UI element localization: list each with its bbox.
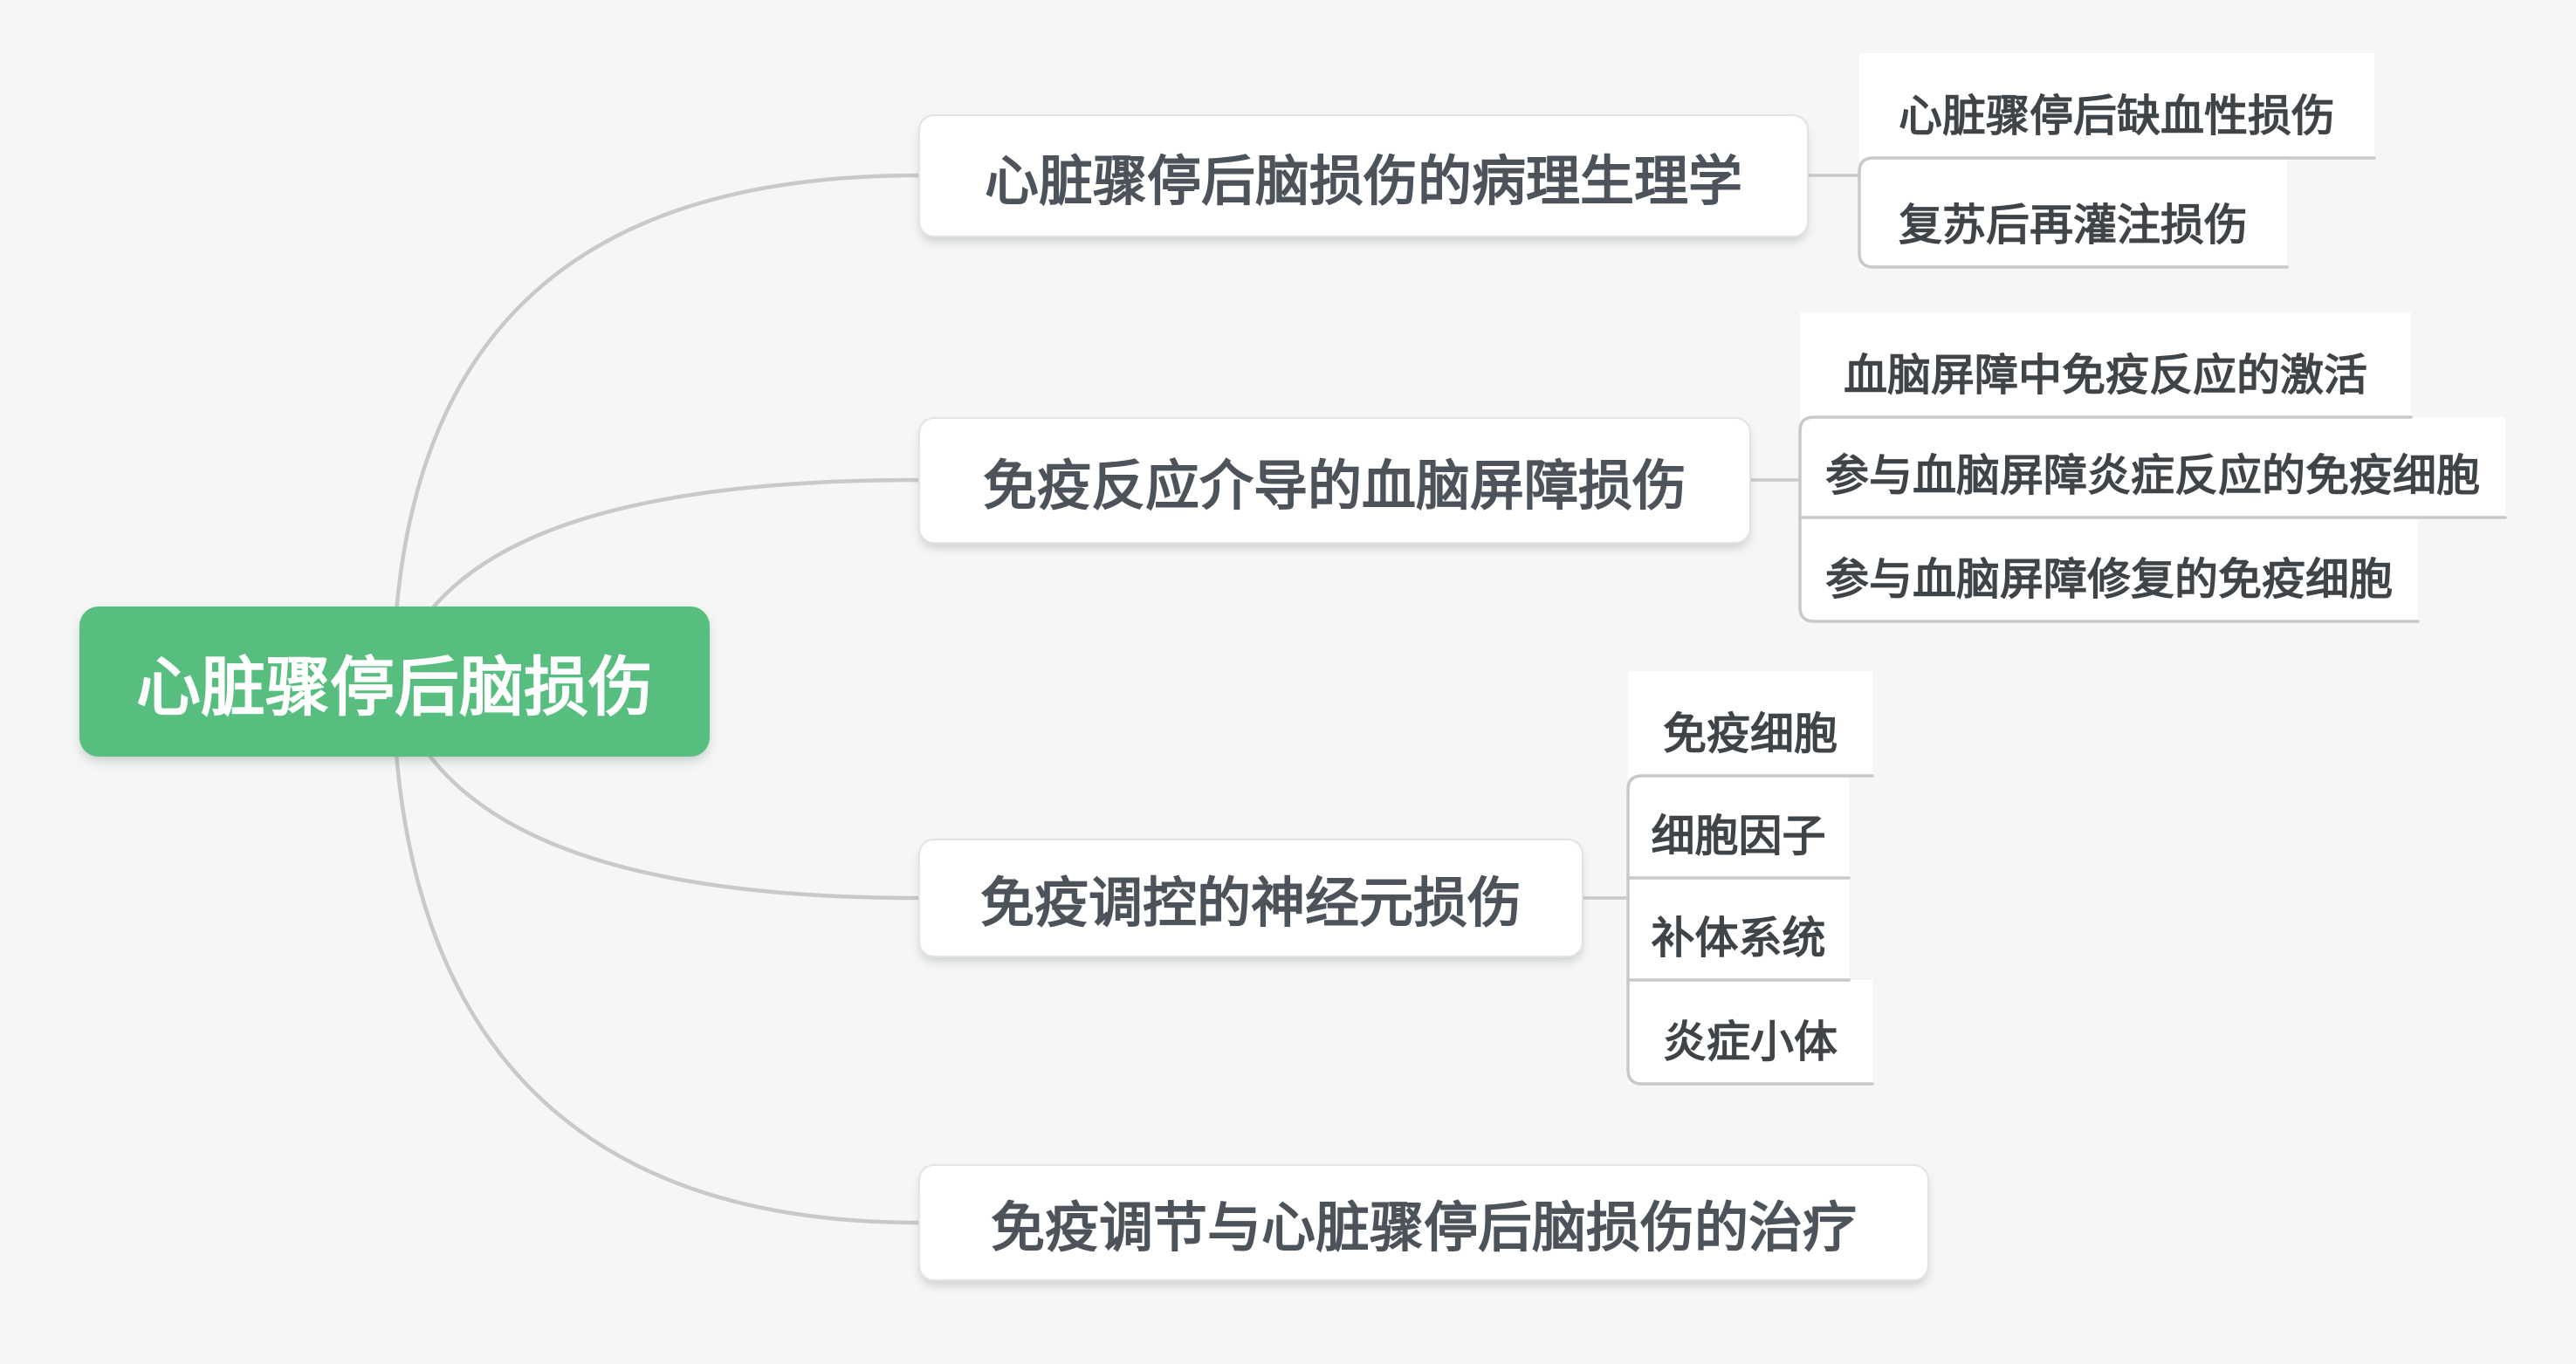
child-topic-2-1[interactable]: 血脑屏障中免疫反应的激活 <box>1800 312 2411 417</box>
branch-topic-1[interactable]: 心脏骤停后脑损伤的病理生理学 <box>918 114 1809 237</box>
child-topic-3-2[interactable]: 细胞因子 <box>1628 776 1849 878</box>
branch-topic-2[interactable]: 免疫反应介导的血脑屏障损伤 <box>918 417 1751 544</box>
branch-topic-3[interactable]: 免疫调控的神经元损伤 <box>918 839 1583 957</box>
child-topic-3-1[interactable]: 免疫细胞 <box>1628 671 1872 776</box>
child-topic-2-2[interactable]: 参与血脑屏障炎症反应的免疫细胞 <box>1800 417 2505 517</box>
child-topic-3-4[interactable]: 炎症小体 <box>1628 980 1872 1084</box>
child-topic-3-3[interactable]: 补体系统 <box>1628 878 1849 980</box>
branch-topic-4[interactable]: 免疫调节与心脏骤停后脑损伤的治疗 <box>918 1164 1929 1281</box>
connector-curve-branch-1 <box>390 173 921 684</box>
root-topic[interactable]: 心脏骤停后脑损伤 <box>79 607 710 757</box>
child-topic-1-1[interactable]: 心脏骤停后缺血性损伤 <box>1859 53 2374 158</box>
connector-curve-branch-4 <box>390 679 921 1225</box>
child-topic-2-3[interactable]: 参与血脑屏障修复的免疫细胞 <box>1800 517 2418 621</box>
child-topic-1-2[interactable]: 复苏后再灌注损伤 <box>1859 158 2287 267</box>
